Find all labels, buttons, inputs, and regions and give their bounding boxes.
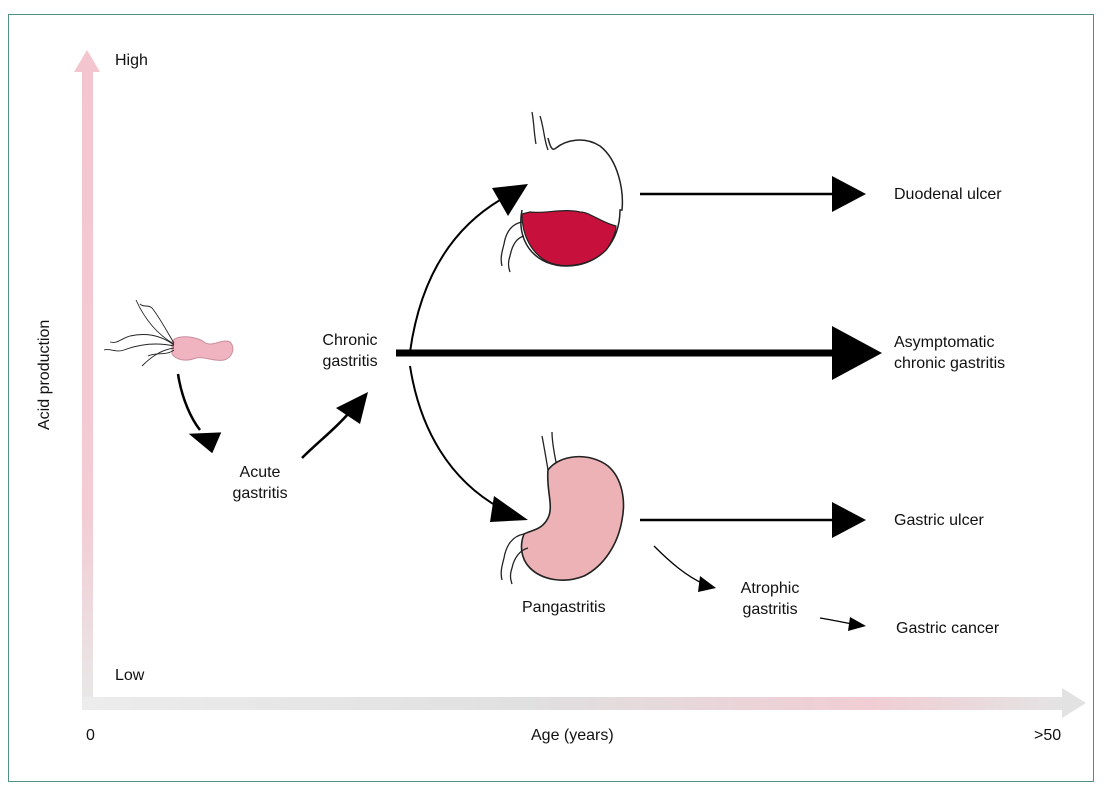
arrow-to-high-acid-stomach (410, 184, 528, 352)
helicobacter-bacterium-icon (104, 300, 233, 366)
arrow-to-duodenal-ulcer (640, 176, 866, 212)
pangastritis-stomach-icon (501, 432, 623, 584)
arrow-to-acute (178, 374, 221, 454)
atrophic-gastritis-line2: gastritis (728, 599, 812, 620)
y-axis (74, 50, 100, 705)
arrow-to-atrophic-gastritis (654, 546, 716, 592)
chronic-gastritis-line1: Chronic (308, 330, 392, 351)
asymptomatic-line1: Asymptomatic (894, 332, 1005, 353)
asymptomatic-line2: chronic gastritis (894, 353, 1005, 374)
chronic-gastritis-line2: gastritis (308, 351, 392, 372)
gastric-ulcer-label: Gastric ulcer (894, 510, 984, 531)
arrow-to-chronic (302, 392, 368, 458)
acute-gastritis-line2: gastritis (218, 483, 302, 504)
atrophic-gastritis-line1: Atrophic (728, 578, 812, 599)
duodenal-ulcer-label: Duodenal ulcer (894, 184, 1002, 205)
y-axis-high-label: High (115, 50, 148, 71)
y-axis-title: Acid production (36, 320, 54, 430)
acute-gastritis-line1: Acute (218, 462, 302, 483)
atrophic-gastritis-label: Atrophic gastritis (728, 578, 812, 620)
chronic-gastritis-label: Chronic gastritis (308, 330, 392, 372)
pangastritis-label: Pangastritis (522, 597, 606, 618)
x-axis-end-label: >50 (1034, 725, 1061, 746)
x-axis-title: Age (years) (531, 725, 614, 746)
arrow-to-asymptomatic (396, 326, 882, 380)
asymptomatic-chronic-gastritis-label: Asymptomatic chronic gastritis (894, 332, 1005, 374)
arrow-to-pangastritis-stomach (410, 366, 528, 522)
x-axis-start-label: 0 (86, 725, 95, 746)
acute-gastritis-label: Acute gastritis (218, 462, 302, 504)
gastric-cancer-label: Gastric cancer (896, 618, 999, 639)
arrow-to-gastric-cancer (820, 617, 866, 631)
x-axis (82, 688, 1086, 718)
y-axis-low-label: Low (115, 665, 144, 686)
arrow-to-gastric-ulcer (640, 502, 866, 538)
